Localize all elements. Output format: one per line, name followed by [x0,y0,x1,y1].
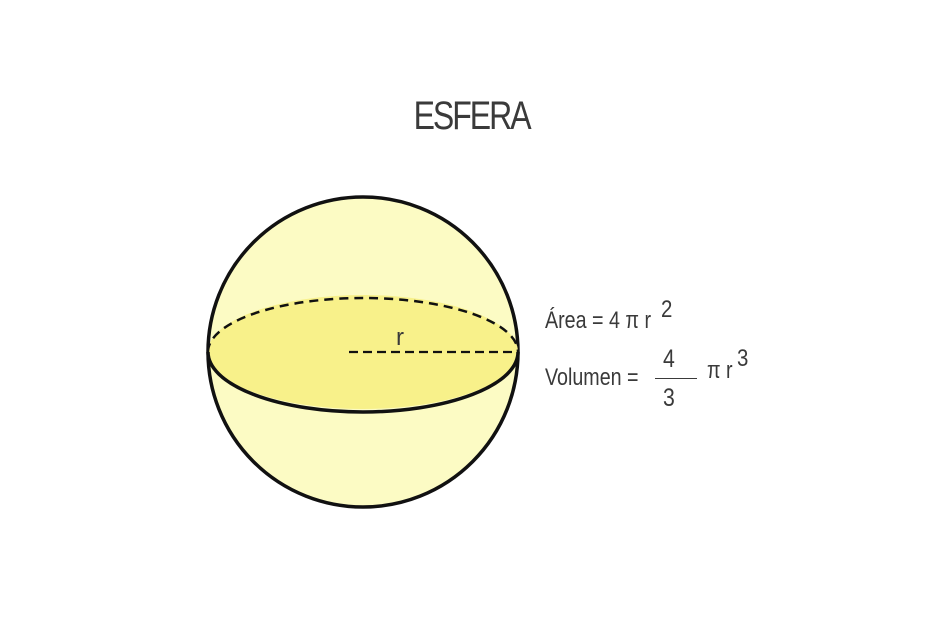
area-exponent: 2 [661,296,673,323]
volume-fraction-numerator: 4 [663,345,675,373]
radius-label: r [396,324,404,351]
diagram-title: ESFERA [413,94,532,138]
volume-fraction-bar [655,378,697,379]
volume-formula-label: Volumen = [545,364,639,392]
area-formula-text: Área = 4 π r [545,307,652,334]
equator-back-dashed [206,296,520,353]
volume-formula-text: Volumen = [545,364,639,391]
volume-fraction-denominator: 3 [663,384,675,412]
volume-exponent: 3 [737,345,749,372]
volume-formula-tail: π r [707,357,733,385]
volume-tail-text: π r [707,357,733,384]
area-formula: Área = 4 π r [545,307,651,335]
equator-front-solid [206,351,520,414]
